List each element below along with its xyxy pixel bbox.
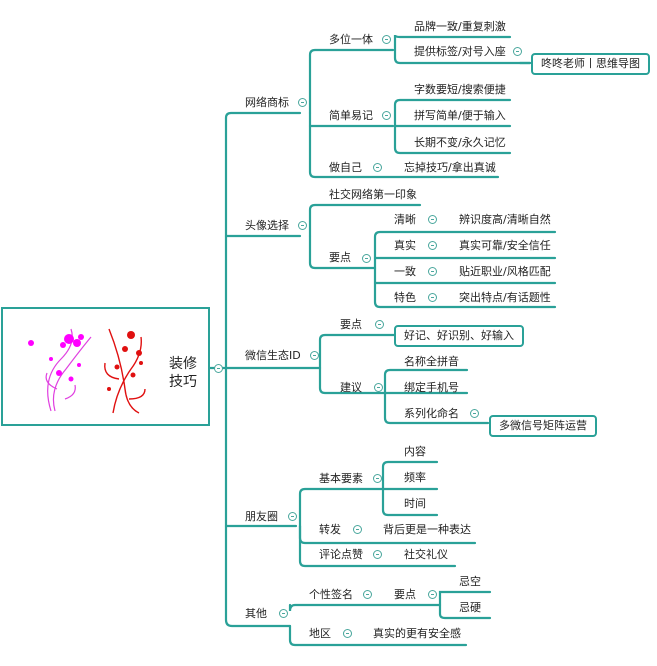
node-comment-like[interactable]: 评论点赞 xyxy=(319,548,363,561)
node-multi-in-one[interactable]: 多位一体 xyxy=(329,33,373,46)
node-leaf[interactable]: 时间 xyxy=(404,497,426,510)
collapse-toggle-icon[interactable] xyxy=(214,364,223,373)
node-leaf[interactable]: 内容 xyxy=(404,445,426,458)
collapse-toggle-icon[interactable] xyxy=(363,590,372,599)
node-key-points[interactable]: 要点 xyxy=(394,588,416,601)
collapse-toggle-icon[interactable] xyxy=(374,383,383,392)
node-provide-tags[interactable]: 提供标签/对号入座 xyxy=(414,45,506,58)
node-leaf[interactable]: 社交礼仪 xyxy=(404,548,448,561)
node-be-yourself[interactable]: 做自己 xyxy=(329,161,362,174)
collapse-toggle-icon[interactable] xyxy=(513,47,522,56)
collapse-toggle-icon[interactable] xyxy=(428,590,437,599)
collapse-toggle-icon[interactable] xyxy=(298,98,307,107)
collapse-toggle-icon[interactable] xyxy=(382,111,391,120)
collapse-toggle-icon[interactable] xyxy=(382,35,391,44)
root-node[interactable]: 装修 技巧 xyxy=(1,307,210,426)
root-title-line1: 装修 xyxy=(169,356,197,372)
node-leaf[interactable]: 字数要短/搜索便捷 xyxy=(414,83,506,96)
node-key-points[interactable]: 要点 xyxy=(340,318,362,331)
node-leaf[interactable]: 真实可靠/安全信任 xyxy=(459,239,551,252)
node-consistent[interactable]: 一致 xyxy=(394,265,416,278)
node-leaf[interactable]: 辨识度高/清晰自然 xyxy=(459,213,551,226)
collapse-toggle-icon[interactable] xyxy=(298,221,307,230)
node-clear[interactable]: 清晰 xyxy=(394,213,416,226)
collapse-toggle-icon[interactable] xyxy=(353,525,362,534)
collapse-toggle-icon[interactable] xyxy=(373,163,382,172)
node-leaf[interactable]: 长期不变/永久记忆 xyxy=(414,136,506,149)
boxed-node[interactable]: 多微信号矩阵运营 xyxy=(489,415,597,437)
floral-ornament-image xyxy=(28,328,146,414)
node-region[interactable]: 地区 xyxy=(309,627,331,640)
node-leaf[interactable]: 背后更是一种表达 xyxy=(383,523,471,536)
node-leaf[interactable]: 忘掉技巧/拿出真诚 xyxy=(404,161,496,174)
node-basic-elements[interactable]: 基本要素 xyxy=(319,472,363,485)
node-leaf[interactable]: 频率 xyxy=(404,471,426,484)
node-leaf[interactable]: 品牌一致/重复刺激 xyxy=(414,20,506,33)
node-leaf[interactable]: 拼写简单/便于输入 xyxy=(414,109,506,122)
node-leaf[interactable]: 贴近职业/风格匹配 xyxy=(459,265,551,278)
collapse-toggle-icon[interactable] xyxy=(288,512,297,521)
collapse-toggle-icon[interactable] xyxy=(428,215,437,224)
collapse-toggle-icon[interactable] xyxy=(343,629,352,638)
root-title-line2: 技巧 xyxy=(169,374,197,390)
node-simple-memorable[interactable]: 简单易记 xyxy=(329,109,373,122)
node-leaf[interactable]: 突出特点/有话题性 xyxy=(459,291,551,304)
branch-wechat-id[interactable]: 微信生态ID xyxy=(245,349,301,362)
root-title: 装修 技巧 xyxy=(169,355,199,391)
watermark-box-node[interactable]: 咚咚老师丨思维导图 xyxy=(531,53,650,75)
collapse-toggle-icon[interactable] xyxy=(362,254,371,263)
collapse-toggle-icon[interactable] xyxy=(373,474,382,483)
collapse-toggle-icon[interactable] xyxy=(428,241,437,250)
collapse-toggle-icon[interactable] xyxy=(279,609,288,618)
boxed-node[interactable]: 好记、好识别、好输入 xyxy=(394,325,524,347)
node-distinctive[interactable]: 特色 xyxy=(394,291,416,304)
branch-avatar-choice[interactable]: 头像选择 xyxy=(245,219,289,232)
node-leaf[interactable]: 忌硬 xyxy=(459,601,481,614)
collapse-toggle-icon[interactable] xyxy=(470,409,479,418)
node-key-points[interactable]: 要点 xyxy=(329,251,351,264)
node-leaf[interactable]: 绑定手机号 xyxy=(404,381,459,394)
collapse-toggle-icon[interactable] xyxy=(310,351,319,360)
collapse-toggle-icon[interactable] xyxy=(428,267,437,276)
collapse-toggle-icon[interactable] xyxy=(428,293,437,302)
branch-moments[interactable]: 朋友圈 xyxy=(245,510,278,523)
node-leaf[interactable]: 真实的更有安全感 xyxy=(373,627,461,640)
node-series-naming[interactable]: 系列化命名 xyxy=(404,407,459,420)
node-leaf[interactable]: 社交网络第一印象 xyxy=(329,188,417,201)
collapse-toggle-icon[interactable] xyxy=(375,320,384,329)
node-real[interactable]: 真实 xyxy=(394,239,416,252)
node-leaf[interactable]: 名称全拼音 xyxy=(404,355,459,368)
node-signature[interactable]: 个性签名 xyxy=(309,588,353,601)
node-leaf[interactable]: 忌空 xyxy=(459,575,481,588)
collapse-toggle-icon[interactable] xyxy=(373,550,382,559)
node-forward[interactable]: 转发 xyxy=(319,523,341,536)
branch-network-trademark[interactable]: 网络商标 xyxy=(245,96,289,109)
branch-others[interactable]: 其他 xyxy=(245,607,267,620)
node-suggestion[interactable]: 建议 xyxy=(340,381,362,394)
